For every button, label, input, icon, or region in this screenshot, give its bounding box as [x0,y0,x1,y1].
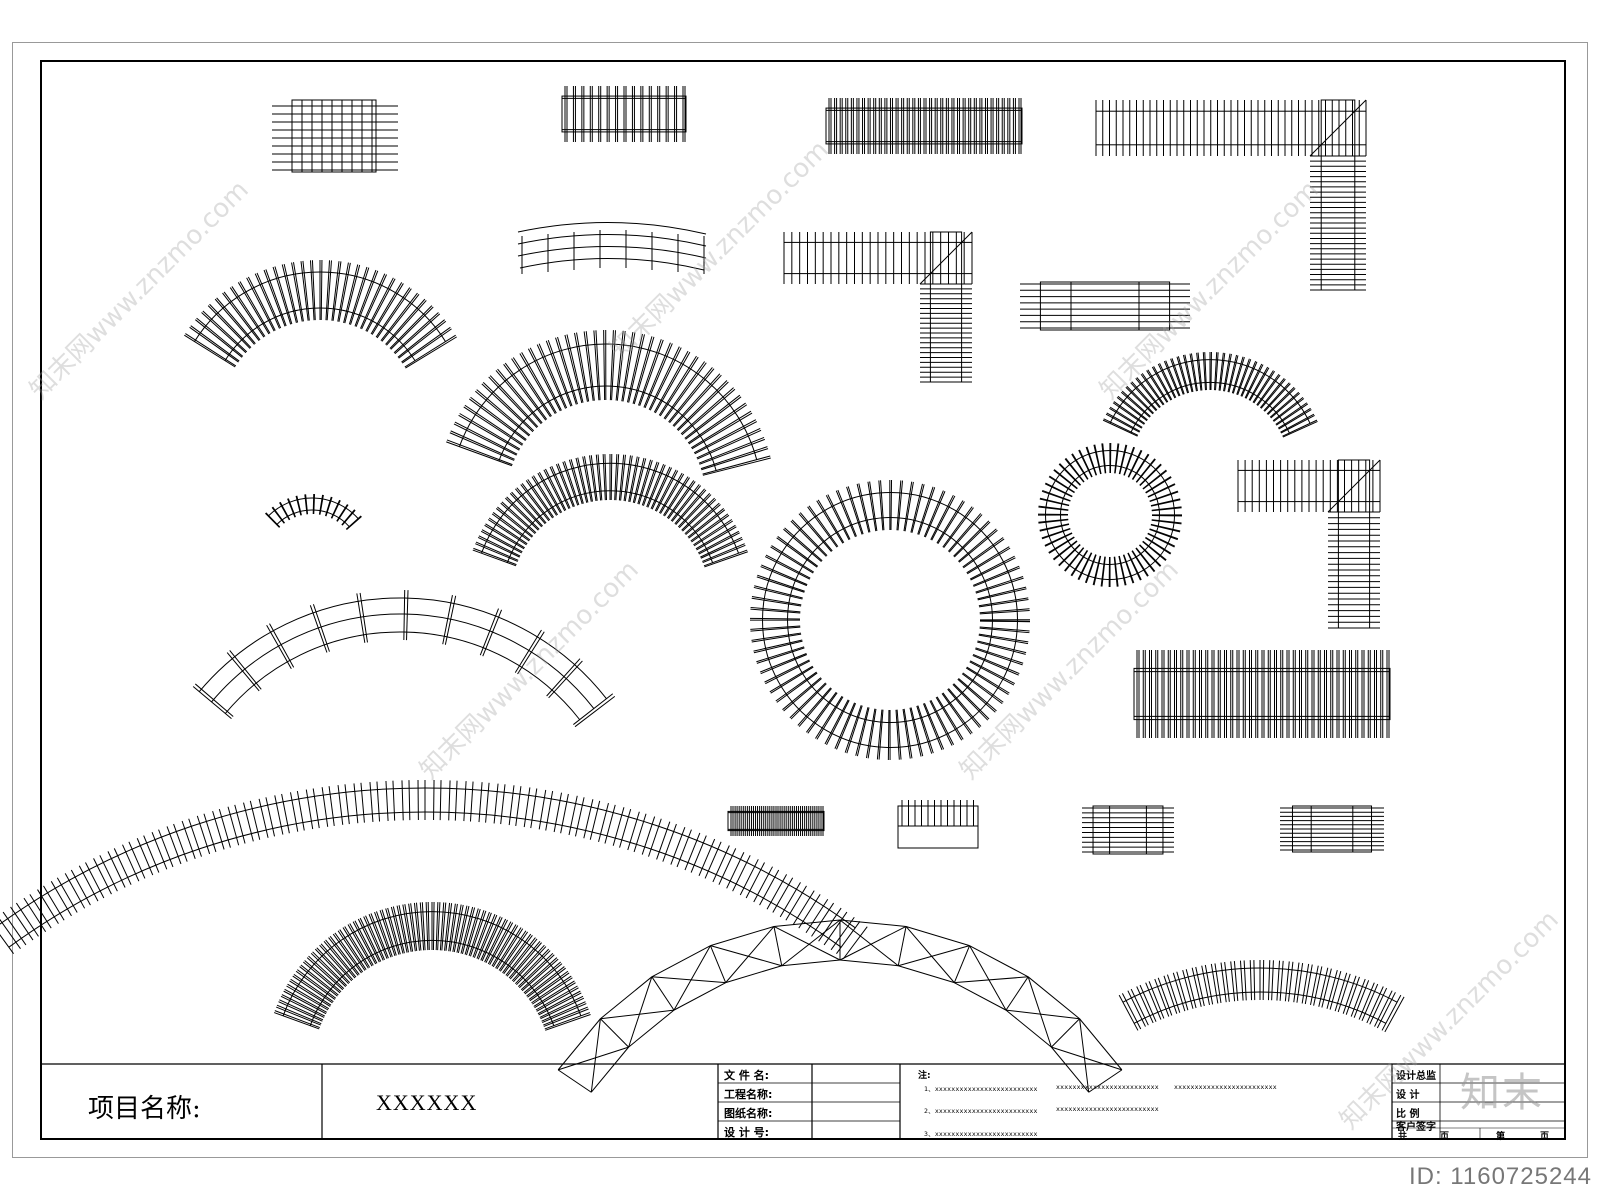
page-current-unit: 页 [1540,1132,1550,1142]
page-current-label: 第 [1496,1132,1506,1142]
long-arc-pergola-plan [0,780,868,960]
note-2: 2、xxxxxxxxxxxxxxxxxxxxxxxxx [924,1107,1038,1115]
project-title-label: 工程名称: [724,1088,773,1101]
l-shaped-pergola-plan-1 [1095,99,1367,291]
arc-pergola-plan-3 [1102,352,1318,438]
drawing-name-label: 图纸名称: [724,1107,773,1120]
grid-pergola-plan [1020,281,1190,331]
notes-title: 注: [918,1071,931,1081]
outer-frame [12,42,1588,1158]
arc-grid-pergola-plan [192,590,616,728]
page-total-unit: 页 [1440,1132,1450,1142]
circular-pergola-plan-small [1037,442,1183,588]
small-pergola-plan-4 [1280,805,1384,853]
small-pergola-plan-2 [897,800,979,849]
title-block-grid [40,1063,1566,1140]
project-name-value: XXXXXX [376,1090,478,1115]
small-pergola-plan-1 [727,806,825,836]
scale-label: 比 例 [1396,1109,1420,1120]
note-2b: xxxxxxxxxxxxxxxxxxxxxxxxx [1056,1105,1159,1113]
curved-beam-pergola-plan [517,222,707,274]
arc-pergola-plan-1 [184,260,457,369]
straight-pergola-plan-2 [825,98,1023,154]
small-pergola-plan-3 [1082,805,1174,855]
straight-pergola-plan-1 [561,86,687,142]
design-number-label: 设 计 号: [724,1126,770,1139]
arc-pergola-plan-4 [472,454,748,568]
drawing-border [40,60,1566,1140]
file-name-label: 文 件 名: [724,1069,770,1082]
straight-pergola-plan-3 [1133,650,1391,738]
truss-arch-plan [557,919,1123,1093]
small-arc-pergola-plan [264,494,362,531]
watermark-logo: 知末 [1460,1070,1544,1116]
client-signature-label: 客户签字 [1396,1122,1436,1133]
note-1c: xxxxxxxxxxxxxxxxxxxxxxxxx [1174,1083,1277,1091]
arc-pergola-plan-6 [1118,960,1405,1033]
page-total-label: 共 [1398,1132,1408,1142]
arc-pergola-plan-5 [273,902,591,1031]
square-pergola-plan [272,99,398,173]
l-shaped-pergola-plan-3 [1237,459,1381,629]
note-3: 3、xxxxxxxxxxxxxxxxxxxxxxxxx [924,1130,1038,1138]
note-1: 1、xxxxxxxxxxxxxxxxxxxxxxxxx [924,1085,1038,1093]
note-1b: xxxxxxxxxxxxxxxxxxxxxxxxx [1056,1083,1159,1091]
image-id: ID: 1160725244 [1408,1163,1592,1190]
project-name-label: 项目名称: [88,1094,201,1124]
designer-label: 设 计 [1396,1090,1420,1101]
design-director-label: 设计总监 [1396,1071,1436,1082]
arc-pergola-plan-2 [446,329,771,476]
l-shaped-pergola-plan-2 [783,231,973,383]
circular-pergola-plan-large [749,479,1031,761]
